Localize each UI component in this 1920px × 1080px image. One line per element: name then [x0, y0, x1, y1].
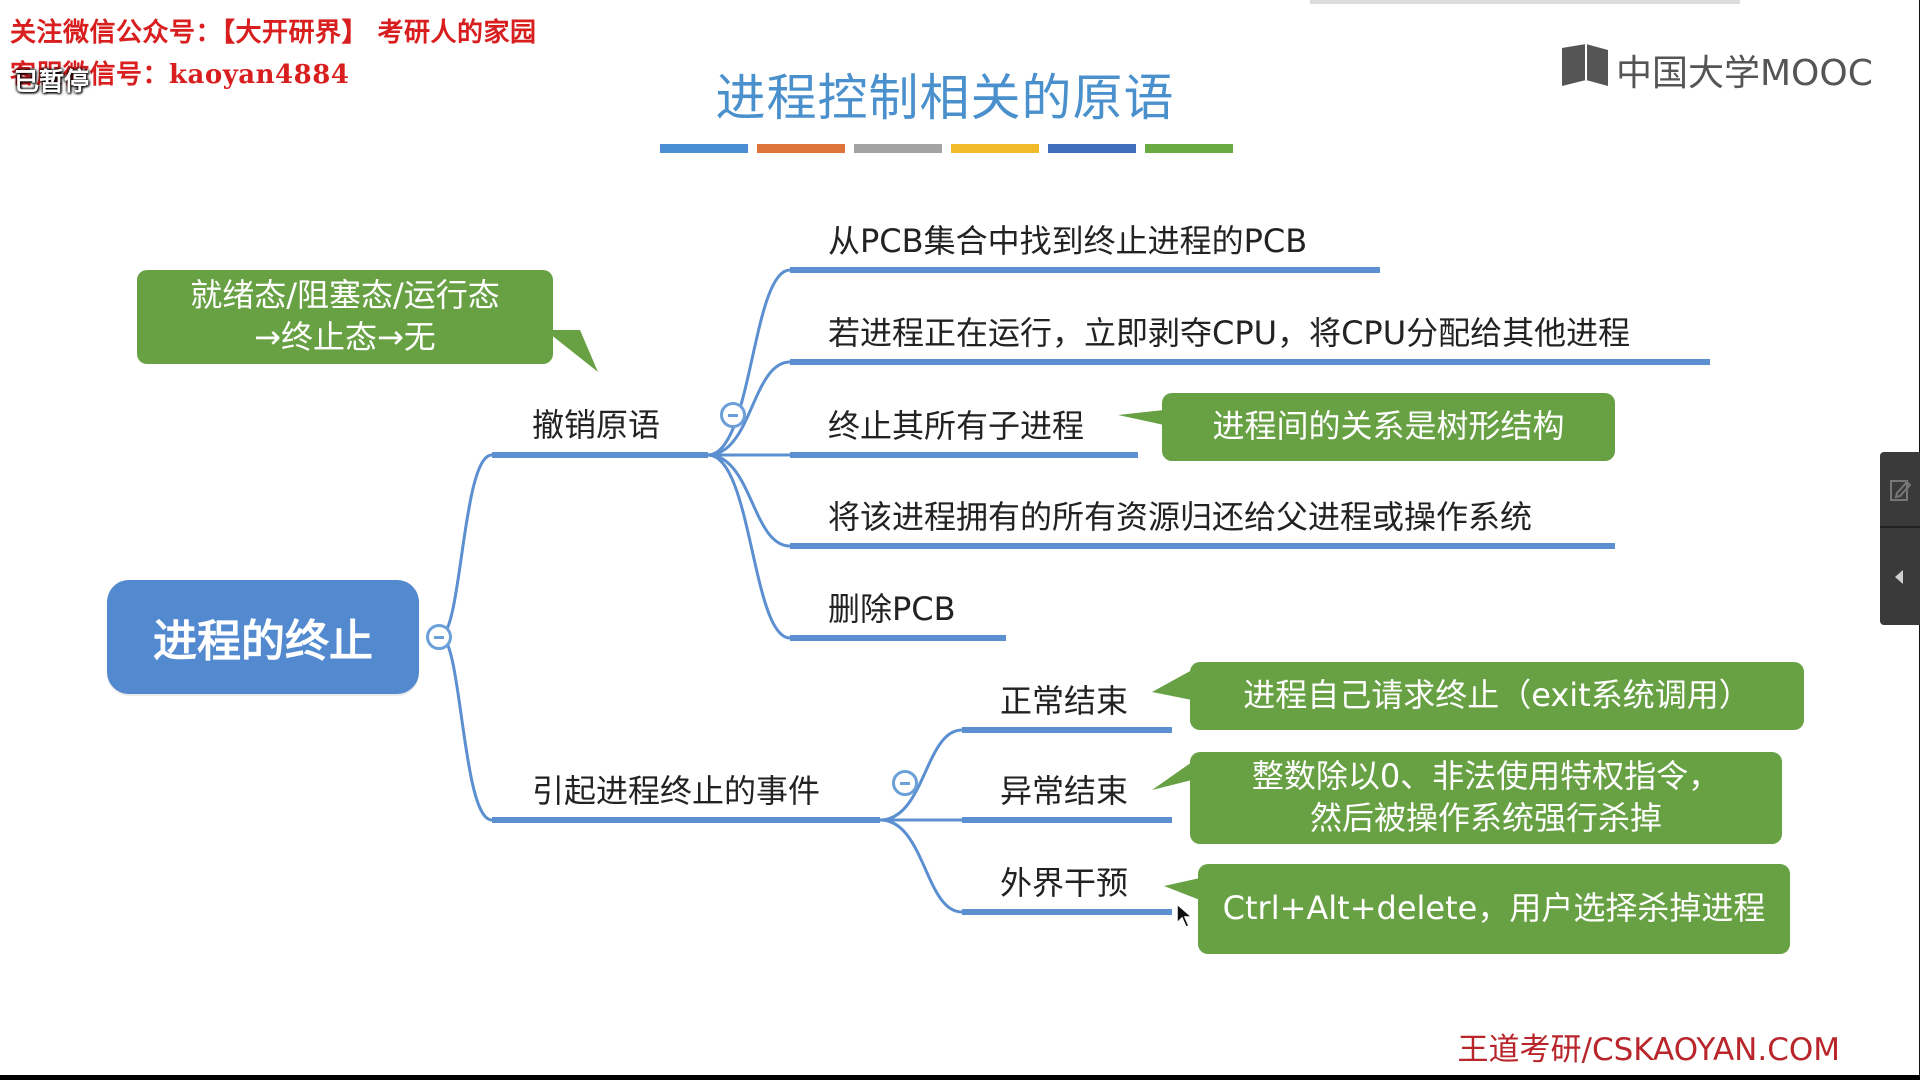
state-note-line-2: →终止态→无 [254, 318, 436, 356]
external-intervention-note-text: Ctrl+Alt+delete，用户选择杀掉进程 [1222, 889, 1766, 928]
event-normal-exit[interactable]: 正常结束 [1000, 682, 1129, 720]
undo-primitive-collapse-button[interactable] [720, 402, 746, 428]
paused-indicator: 已暂停 [14, 67, 90, 96]
abnormal-exit-note-line-2: 然后被操作系统强行杀掉 [1309, 799, 1662, 837]
termination-events-topic[interactable]: 引起进程终止的事件 [532, 772, 821, 810]
undo-step-1[interactable]: 从PCB集合中找到终止进程的PCB [828, 222, 1308, 260]
side-toolbar-divider [1880, 526, 1920, 528]
event-abnormal-exit[interactable]: 异常结束 [1000, 772, 1129, 810]
state-transition-note: 就绪态/阻塞态/运行态 →终止态→无 [137, 270, 553, 364]
undo-step-2[interactable]: 若进程正在运行，立即剥夺CPU，将CPU分配给其他进程 [828, 314, 1631, 352]
title-color-segment [1048, 144, 1136, 153]
title-color-segment [1145, 144, 1233, 153]
root-topic[interactable]: 进程的终止 [107, 580, 419, 694]
edit-icon[interactable] [1889, 478, 1911, 502]
undo-step-3[interactable]: 终止其所有子进程 [828, 407, 1085, 445]
mouse-cursor-icon [1176, 903, 1194, 928]
mooc-logo-icon [1562, 44, 1608, 86]
title-color-segment [660, 144, 748, 153]
state-note-line-1: 就绪态/阻塞态/运行态 [190, 276, 500, 315]
tree-structure-note: 进程间的关系是树形结构 [1162, 393, 1615, 461]
abnormal-exit-note-line-1: 整数除以0、非法使用特权指令， [1251, 757, 1721, 796]
normal-exit-note: 进程自己请求终止（exit系统调用） [1190, 662, 1804, 730]
title-color-segment [951, 144, 1039, 153]
external-intervention-note: Ctrl+Alt+delete，用户选择杀掉进程 [1198, 864, 1790, 954]
title-color-segment [854, 144, 942, 153]
player-bottom-edge [0, 1075, 1920, 1080]
undo-step-4[interactable]: 将该进程拥有的所有资源归还给父进程或操作系统 [828, 498, 1533, 536]
normal-exit-note-text: 进程自己请求终止（exit系统调用） [1243, 676, 1751, 715]
undo-primitive-topic[interactable]: 撤销原语 [532, 406, 661, 444]
watermark-line-1: 关注微信公众号：【大开研界】 考研人的家园 [10, 18, 537, 48]
termination-events-collapse-button[interactable] [892, 770, 918, 796]
watermark-line-2: 客服微信号：kaoyan4884 [10, 60, 350, 90]
watermark-background [0, 0, 510, 96]
event-external-intervention[interactable]: 外界干预 [1000, 864, 1129, 902]
undo-step-5[interactable]: 删除PCB [828, 590, 956, 628]
slide-title: 进程控制相关的原语 [715, 69, 1175, 127]
abnormal-exit-note: 整数除以0、非法使用特权指令， 然后被操作系统强行杀掉 [1190, 752, 1782, 844]
mooc-logo-text: 中国大学MOOC [1616, 53, 1873, 94]
top-strip [1310, 0, 1740, 4]
root-collapse-button[interactable] [426, 624, 452, 650]
title-color-segment [757, 144, 845, 153]
footer-brand: 王道考研/CSKAOYAN.COM [1457, 1032, 1841, 1068]
chevron-left-icon[interactable] [1892, 568, 1906, 586]
